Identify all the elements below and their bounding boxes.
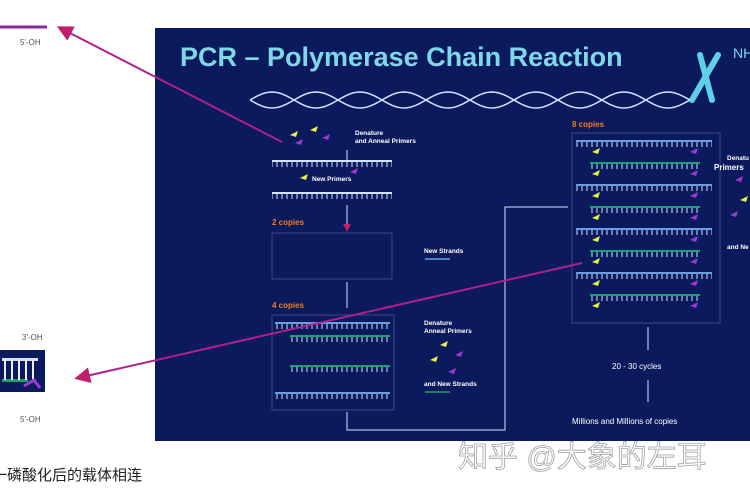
primer xyxy=(310,126,318,132)
primer xyxy=(592,192,600,198)
strand-backbone xyxy=(272,160,392,162)
new-strands-label: New Strands xyxy=(424,248,464,255)
strand-bases xyxy=(590,208,700,213)
dna-strands xyxy=(272,126,748,399)
watermark: 知乎 @大象的左耳 xyxy=(458,441,707,474)
strand-bases xyxy=(590,164,700,169)
primer xyxy=(735,176,743,182)
result-label: Millions and Millions of copies xyxy=(572,417,677,426)
step1-label-2: and Anneal Primers xyxy=(355,138,416,145)
strand-bases xyxy=(272,162,392,167)
primer xyxy=(690,192,698,198)
strand-bases xyxy=(275,324,390,329)
left-top-label: 5'-OH xyxy=(20,38,41,47)
strand-backbone xyxy=(576,184,712,186)
primer xyxy=(592,170,600,176)
strand-bases xyxy=(576,142,712,147)
strand-bases xyxy=(590,252,700,257)
primer xyxy=(690,170,698,176)
and-new-strands-label: and New Strands xyxy=(424,381,477,388)
strand-bases xyxy=(272,194,392,199)
primer xyxy=(690,148,698,154)
left-box-top-label: 3'-OH xyxy=(22,333,43,342)
right-label-3: and Ne xyxy=(727,244,749,251)
strand-bases xyxy=(576,186,712,191)
strand-backbone xyxy=(272,192,392,194)
strand-backbone xyxy=(590,206,700,208)
strand-bases xyxy=(576,230,712,235)
strand-bases xyxy=(290,337,390,342)
two-copies-box xyxy=(271,232,393,280)
pointer-arrow-top xyxy=(56,26,283,143)
primer xyxy=(350,168,358,174)
two-copies-label: 2 copies xyxy=(272,218,305,227)
eight-copies-box xyxy=(571,132,721,324)
primer xyxy=(730,211,738,217)
corner-text: NH xyxy=(733,45,750,61)
primer xyxy=(322,134,330,140)
step3-label-2: Anneal Primers xyxy=(424,328,472,335)
primer xyxy=(592,302,600,308)
strand-backbone xyxy=(590,162,700,164)
strand-backbone xyxy=(290,365,390,367)
strand-backbone xyxy=(290,335,390,337)
dna-helix xyxy=(249,91,691,109)
right-label-1: Denatu xyxy=(727,155,749,162)
pointer-arrow-bottom xyxy=(74,262,583,384)
primer xyxy=(448,368,456,374)
strand-backbone xyxy=(576,228,712,230)
strand-backbone xyxy=(275,392,390,394)
primer xyxy=(690,302,698,308)
primer xyxy=(430,356,438,362)
strand-backbone xyxy=(275,322,390,324)
panel-title: PCR – Polymerase Chain Reaction xyxy=(180,42,623,72)
left-dna-box xyxy=(0,350,45,392)
step3-label-1: Denature xyxy=(424,320,453,327)
cycles-label: 20 - 30 cycles xyxy=(612,362,661,371)
primer xyxy=(300,174,308,180)
primer xyxy=(592,280,600,286)
primer xyxy=(592,214,600,220)
primer xyxy=(690,236,698,242)
primer xyxy=(690,214,698,220)
left-caption: 一磷酸化后的载体相连 xyxy=(0,467,142,484)
primer xyxy=(295,139,303,145)
strand-bases xyxy=(590,296,700,301)
primer xyxy=(690,280,698,286)
strand-backbone xyxy=(590,250,700,252)
four-copies-box xyxy=(271,314,395,411)
eight-copies-label: 8 copies xyxy=(572,120,605,129)
primer xyxy=(740,196,748,202)
strand-bases xyxy=(275,394,390,399)
primer xyxy=(690,258,698,264)
four-copies-label: 4 copies xyxy=(272,301,305,310)
strand-backbone xyxy=(590,294,700,296)
right-label-2: Primers xyxy=(714,163,744,172)
primer xyxy=(290,131,298,137)
primer xyxy=(592,236,600,242)
primer xyxy=(455,351,463,357)
left-box-bottom-label: 5'-OH xyxy=(20,415,41,424)
new-primers-label: New Primers xyxy=(312,176,352,183)
strand-bases xyxy=(290,367,390,372)
strand-backbone xyxy=(576,272,712,274)
primer xyxy=(592,258,600,264)
primer xyxy=(440,341,448,347)
chromosome-icon xyxy=(689,52,721,103)
strand-backbone xyxy=(576,140,712,142)
strand-bases xyxy=(576,274,712,279)
step1-label-1: Denature xyxy=(355,130,384,137)
primer xyxy=(592,148,600,154)
